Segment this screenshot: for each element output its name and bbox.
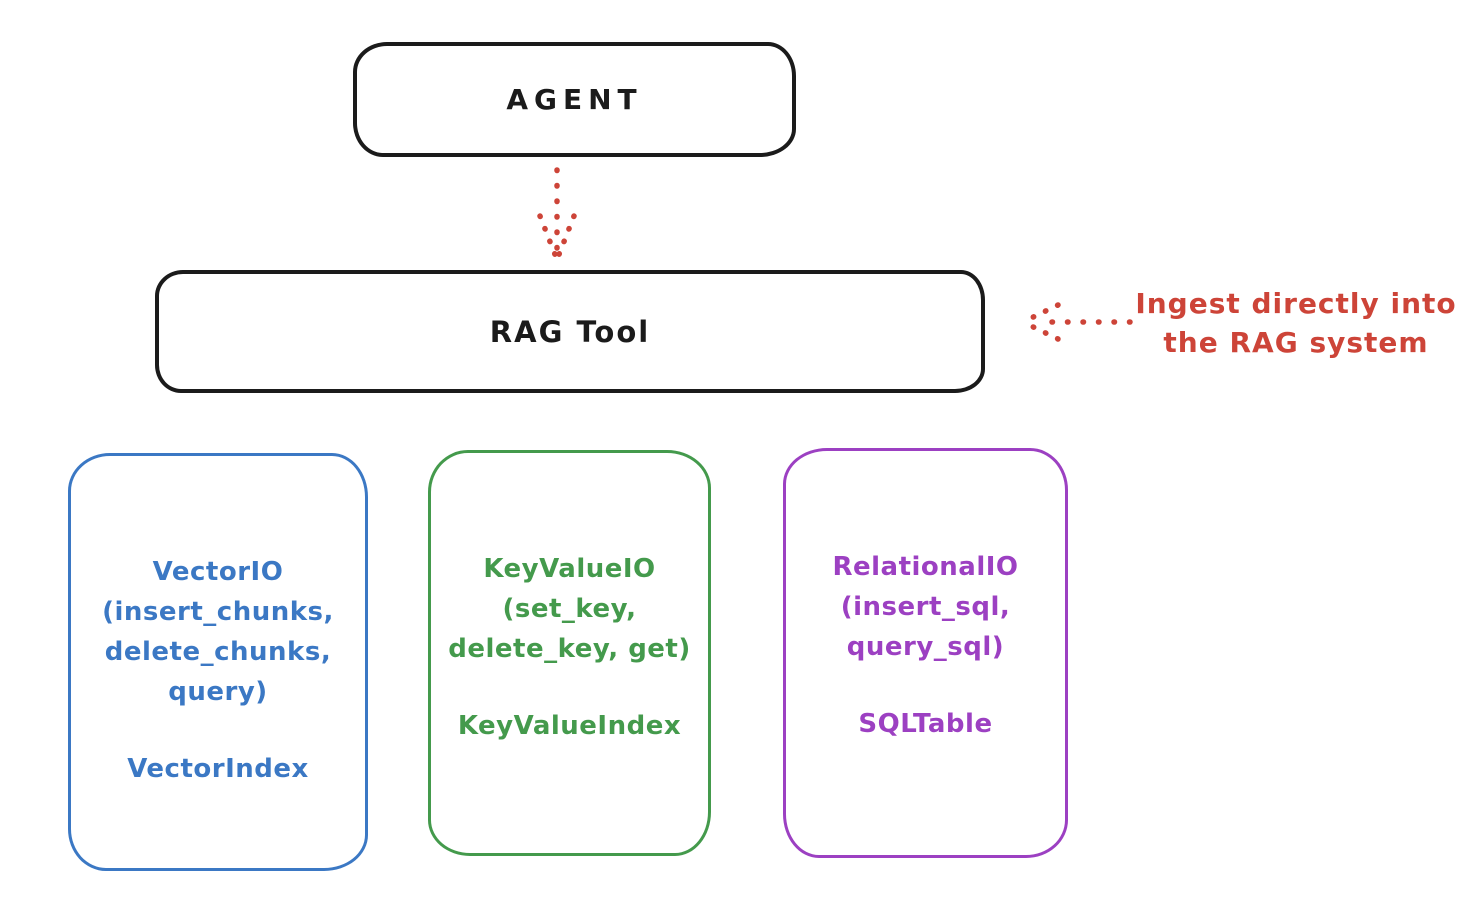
- rag-tool-box: RAG Tool: [155, 270, 985, 393]
- vector-io-line: (insert_chunks,: [102, 597, 334, 627]
- ingest-annotation-line1: Ingest directly into: [1135, 287, 1457, 320]
- agent-box: AGENT: [353, 42, 796, 157]
- relational-io-footer: SQLTable: [858, 709, 993, 739]
- agent-box-label: AGENT: [506, 83, 643, 116]
- key-value-io-line: delete_key, get): [448, 634, 691, 664]
- vector-io-line: delete_chunks,: [104, 637, 332, 667]
- vector-io-footer: VectorIndex: [127, 754, 309, 784]
- vector-io-line: query): [168, 677, 268, 707]
- key-value-io-box: KeyValueIO (set_key, delete_key, get) Ke…: [428, 450, 711, 856]
- relational-io-line: (insert_sql,: [840, 592, 1011, 622]
- ingest-annotation: Ingest directly into the RAG system: [1112, 284, 1480, 362]
- relational-io-box: RelationalIO (insert_sql, query_sql) SQL…: [783, 448, 1068, 858]
- key-value-io-line: KeyValueIO: [483, 554, 656, 584]
- key-value-io-line: (set_key,: [502, 594, 637, 624]
- relational-io-line: query_sql): [846, 632, 1005, 662]
- relational-io-line: RelationalIO: [832, 552, 1019, 582]
- rag-tool-box-label: RAG Tool: [489, 314, 651, 349]
- vector-io-line: VectorIO: [152, 557, 284, 587]
- arrow-down-icon: [537, 167, 577, 260]
- key-value-io-footer: KeyValueIndex: [457, 711, 682, 741]
- ingest-annotation-line2: the RAG system: [1163, 326, 1429, 359]
- vector-io-box: VectorIO (insert_chunks, delete_chunks, …: [68, 453, 368, 871]
